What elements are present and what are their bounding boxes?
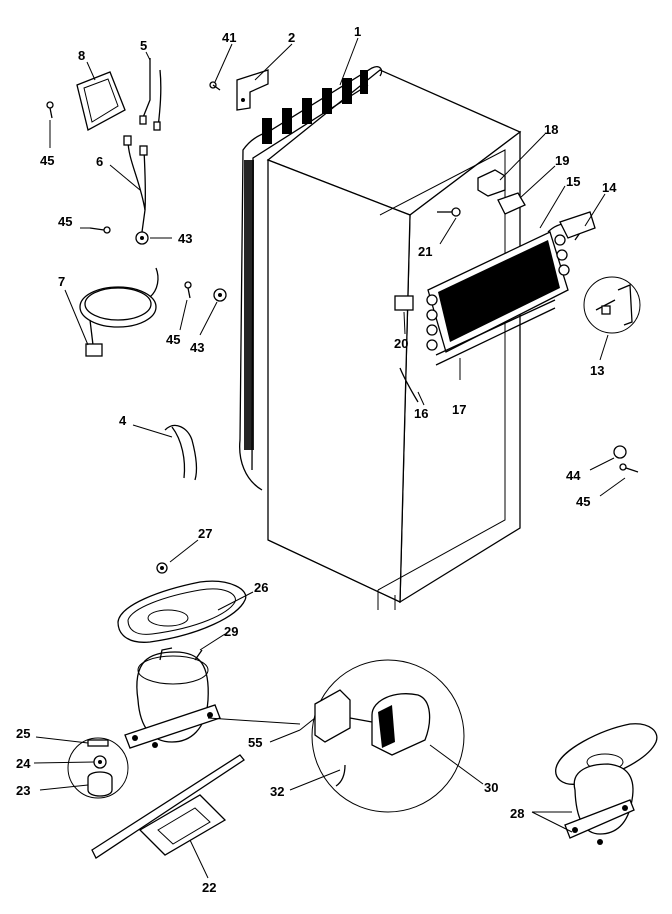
leader-lines — [33, 37, 626, 879]
part-26-drain-pan — [117, 580, 247, 643]
label-25: 25 — [16, 726, 30, 741]
part-21-screw — [437, 207, 461, 217]
part-4-tube — [164, 424, 198, 481]
label-4: 4 — [119, 413, 127, 428]
label-45-left-b: 45 — [58, 214, 72, 229]
part-43-clip-upper — [135, 231, 149, 245]
label-29: 29 — [224, 624, 238, 639]
label-6: 6 — [96, 154, 103, 169]
part-45-screw-left-b — [89, 226, 111, 234]
label-32: 32 — [270, 784, 284, 799]
part-22-base-rail — [91, 754, 245, 859]
grommet-detail-circle — [67, 737, 129, 799]
part-43-clip-mid — [213, 288, 227, 302]
label-30: 30 — [484, 780, 498, 795]
label-19: 19 — [555, 153, 569, 168]
label-41: 41 — [222, 30, 236, 45]
part-45-screw-mid — [184, 281, 192, 299]
part-44-clip — [613, 445, 627, 459]
label-20: 20 — [394, 336, 408, 351]
label-45-left-a: 45 — [40, 153, 54, 168]
label-2: 2 — [288, 30, 295, 45]
relay-detail-circle — [311, 659, 465, 813]
condenser-coil — [239, 66, 383, 491]
part-27-grommet — [156, 562, 168, 574]
label-22: 22 — [202, 880, 216, 895]
part-14-bracket — [559, 211, 596, 239]
part-45-screw-left-a — [46, 101, 54, 119]
part-29-compressor — [124, 647, 221, 749]
label-44: 44 — [566, 468, 581, 483]
label-23: 23 — [16, 783, 30, 798]
part-2-bracket — [236, 69, 269, 111]
label-28: 28 — [510, 806, 524, 821]
label-55: 55 — [248, 735, 262, 750]
label-45-right: 45 — [576, 494, 590, 509]
part-19-bracket — [497, 192, 526, 215]
label-1: 1 — [354, 24, 361, 39]
label-43-mid: 43 — [190, 340, 204, 355]
label-27: 27 — [198, 526, 212, 541]
callout-labels: 1 2 4 5 6 7 8 13 14 15 16 17 18 19 20 21… — [16, 24, 617, 895]
label-7: 7 — [58, 274, 65, 289]
part-20-block — [394, 295, 414, 311]
label-43-upper: 43 — [178, 231, 192, 246]
part-7-power-cord — [79, 267, 159, 357]
label-13: 13 — [590, 363, 604, 378]
label-21: 21 — [418, 244, 432, 259]
label-8: 8 — [78, 48, 85, 63]
label-5: 5 — [140, 38, 147, 53]
part-41-screw — [209, 81, 221, 91]
part-8-cover — [76, 71, 126, 131]
part-6-harness — [123, 135, 148, 233]
label-26: 26 — [254, 580, 268, 595]
part-18-bracket — [477, 169, 506, 197]
part-45-screw-right — [619, 463, 639, 473]
label-14: 14 — [602, 180, 617, 195]
evaporator — [426, 222, 583, 366]
label-17: 17 — [452, 402, 466, 417]
part-28-compressor-alt — [555, 723, 658, 845]
label-45-mid: 45 — [166, 332, 180, 347]
part-5-wire — [139, 58, 162, 131]
label-18: 18 — [544, 122, 558, 137]
part-16-wire — [399, 367, 419, 403]
label-16: 16 — [414, 406, 428, 421]
part-13-thermostat — [583, 276, 641, 334]
label-24: 24 — [16, 756, 31, 771]
label-15: 15 — [566, 174, 580, 189]
